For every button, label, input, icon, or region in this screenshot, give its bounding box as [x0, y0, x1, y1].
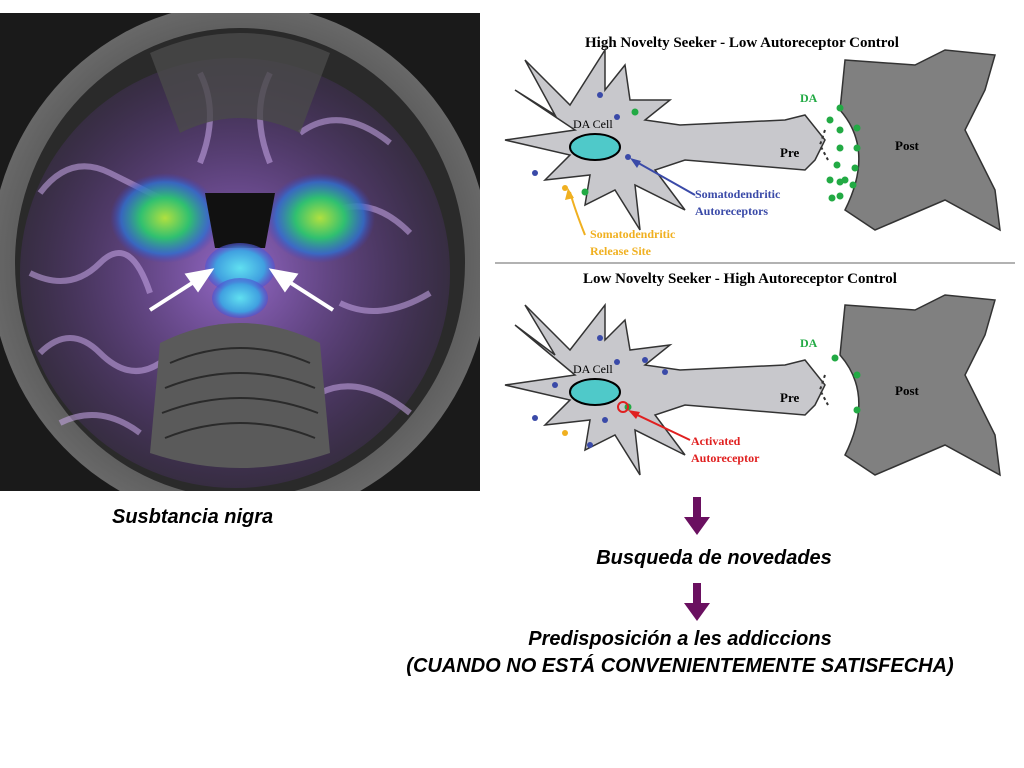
top-pre-label: Pre — [780, 145, 799, 160]
top-autoreceptor-label-2: Autoreceptors — [695, 204, 768, 218]
bottom-da-label: DA — [800, 336, 818, 350]
bottom-cell-label: DA Cell — [573, 362, 613, 376]
top-nucleus — [569, 133, 621, 161]
top-post-neuron — [839, 49, 1001, 232]
bottom-panel-title: Low Novelty Seeker - High Autoreceptor C… — [583, 271, 897, 287]
bottom-post-label: Post — [895, 383, 920, 398]
top-post-label: Post — [895, 138, 920, 153]
top-cell-label: DA Cell — [573, 117, 613, 131]
dopamine-neuron-diagram: High Novelty Seeker - Low Autoreceptor C… — [495, 35, 1015, 477]
bottom-autoreceptor-dots — [532, 335, 668, 448]
brain-mri-image — [0, 13, 480, 491]
substantia-nigra-caption: Susbtancia nigra — [112, 506, 274, 528]
top-autoreceptor-dots — [532, 92, 631, 176]
bottom-activated-label-2: Autoreceptor — [691, 451, 760, 465]
addiction-predisposition-line-2: (CUANDO NO ESTÁ CONVENIENTEMENTE SATISFE… — [406, 655, 954, 677]
bottom-post-neuron — [839, 294, 1001, 477]
addiction-predisposition-line-1: Predisposición a les addiccions — [528, 628, 832, 650]
bottom-activated-autoreceptor — [617, 401, 629, 413]
down-arrow-icon — [684, 497, 710, 535]
top-release-label-1: Somatodendritic — [590, 227, 676, 241]
bottom-da-cell — [504, 302, 826, 476]
down-arrow-icon — [684, 583, 710, 621]
top-release-site — [562, 185, 568, 191]
top-autoreceptor-label-1: Somatodendritic — [695, 187, 781, 201]
top-panel-title: High Novelty Seeker - Low Autoreceptor C… — [585, 35, 899, 51]
top-dopamine-dots — [581, 104, 861, 202]
bottom-release-site — [562, 430, 568, 436]
top-da-label: DA — [800, 91, 818, 105]
bottom-nucleus — [569, 378, 621, 406]
top-release-label-2: Release Site — [590, 244, 652, 258]
novelty-seeking-caption: Busqueda de novedades — [596, 547, 832, 569]
top-da-cell — [504, 47, 826, 231]
bottom-pre-label: Pre — [780, 390, 799, 405]
bottom-dopamine-dots — [624, 354, 861, 414]
addiction-predisposition-caption: Predisposición a les addiccions (CUANDO … — [330, 626, 1024, 680]
bottom-activated-label-1: Activated — [691, 434, 741, 448]
